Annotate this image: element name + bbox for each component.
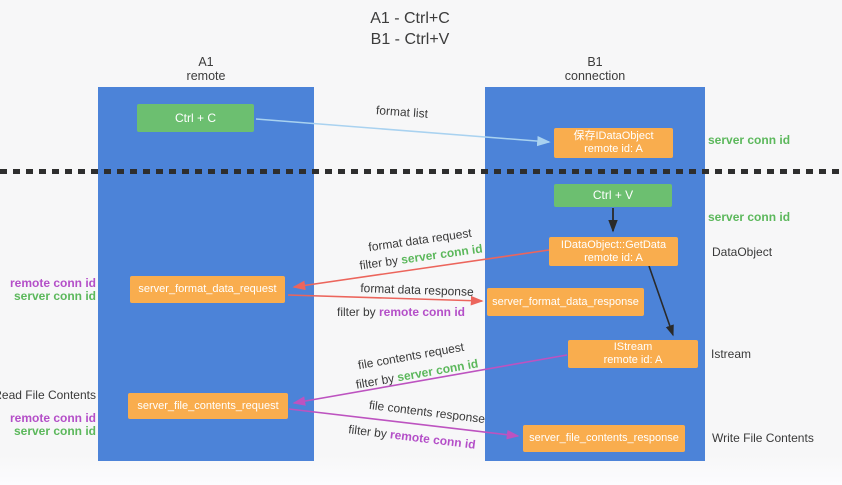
column-header-b1: B1 connection — [535, 55, 655, 83]
column-b1-subtitle: connection — [564, 69, 626, 83]
title-line-1: A1 - Ctrl+C — [370, 10, 450, 27]
idataobject-getdata-node: IDataObject::GetData remote id: A — [549, 237, 678, 266]
server-conn-id-label-top: server conn id — [708, 133, 791, 147]
istream-node: IStream remote id: A — [568, 340, 698, 368]
getdata-line1: IDataObject::GetData — [560, 238, 667, 251]
format-request-label: server_format_data_request — [138, 283, 277, 295]
ctrl-v-node: Ctrl + V — [554, 184, 672, 207]
save-idataobject-line1: 保存IDataObject — [573, 130, 654, 142]
read-file-contents-label: Read File Contents — [0, 388, 96, 402]
istream-line1: IStream — [613, 341, 653, 353]
write-file-contents-label: Write File Contents — [712, 431, 814, 445]
server-conn-id-label-file: server conn id — [13, 424, 96, 438]
ctrl-c-node: Ctrl + C — [137, 104, 254, 132]
remote-conn-id-label-file: remote conn id — [9, 411, 96, 425]
ctrl-c-label: Ctrl + C — [174, 110, 216, 125]
server-file-contents-request-node: server_file_contents_request — [128, 393, 288, 419]
server-file-contents-response-node: server_file_contents_response — [523, 425, 685, 452]
file-contents-response-arrow — [288, 408, 520, 440]
istream-side-label: Istream — [711, 347, 752, 361]
remote-conn-id-label-format: remote conn id — [9, 276, 96, 290]
filter-by-text: filter by — [336, 305, 379, 319]
diagram-title: A1 - Ctrl+C B1 - Ctrl+V — [300, 8, 520, 50]
file-request-label: server_file_contents_request — [137, 399, 279, 412]
server-format-data-request-node: server_format_data_request — [130, 276, 285, 303]
format-list-arrow — [255, 118, 551, 147]
getdata-to-istream-arrow — [648, 265, 674, 337]
format-data-request-arrow — [292, 249, 550, 291]
server-format-data-response-node: server_format_data_response — [487, 288, 644, 316]
column-a1-subtitle: remote — [186, 69, 226, 83]
save-idataobject-line2: remote id: A — [584, 143, 643, 155]
ctrl-v-label: Ctrl + V — [592, 188, 634, 202]
file-contents-request-arrow — [292, 354, 568, 406]
format-conn-id-block: remote conn id server conn id — [10, 277, 96, 303]
column-b1-name: B1 — [587, 55, 603, 69]
server-conn-id-label-mid: server conn id — [708, 210, 791, 224]
machine-boundary-dotted-line — [0, 169, 842, 174]
filter-by-remote-conn-id-format: filter by remote conn id — [337, 305, 465, 319]
istream-line2: remote id: A — [603, 354, 663, 366]
remote-conn-id-inline: remote conn id — [379, 305, 466, 319]
getdata-line2: remote id: A — [584, 251, 643, 264]
dataobject-label: DataObject — [712, 245, 773, 259]
save-idataobject-node: 保存IDataObject remote id: A — [554, 128, 673, 158]
column-header-a1: A1 remote — [146, 55, 266, 83]
format-data-response-arrow — [287, 294, 484, 306]
format-response-label: server_format_data_response — [492, 295, 639, 308]
server-conn-id-label-format: server conn id — [13, 289, 96, 303]
title-line-2: B1 - Ctrl+V — [370, 31, 450, 48]
column-a1-name: A1 — [198, 55, 214, 69]
file-conn-id-block: remote conn id server conn id — [10, 412, 96, 438]
file-response-label: server_file_contents_response — [529, 432, 679, 444]
